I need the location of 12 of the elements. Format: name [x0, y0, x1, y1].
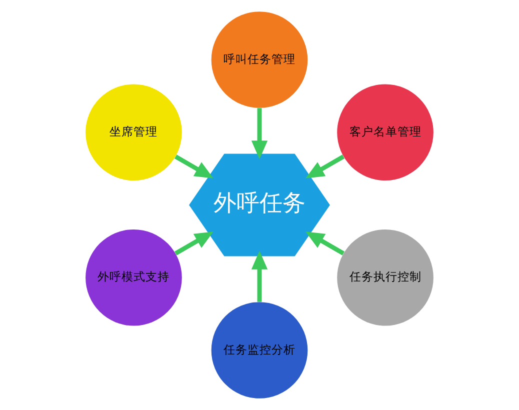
arrow — [174, 154, 214, 178]
node-circle: 客户名单管理 — [337, 84, 434, 181]
node-circle: 外呼模式支持 — [86, 229, 182, 326]
node-circle: 任务执行控制 — [337, 229, 434, 326]
node-circle: 呼叫任务管理 — [211, 12, 308, 108]
arrow — [306, 232, 344, 256]
arrow — [306, 154, 344, 178]
arrow — [174, 232, 214, 256]
node-circle: 任务监控分析 — [211, 302, 308, 398]
arrow — [251, 250, 268, 302]
node-circle: 坐席管理 — [86, 84, 182, 181]
arrow — [251, 108, 268, 160]
